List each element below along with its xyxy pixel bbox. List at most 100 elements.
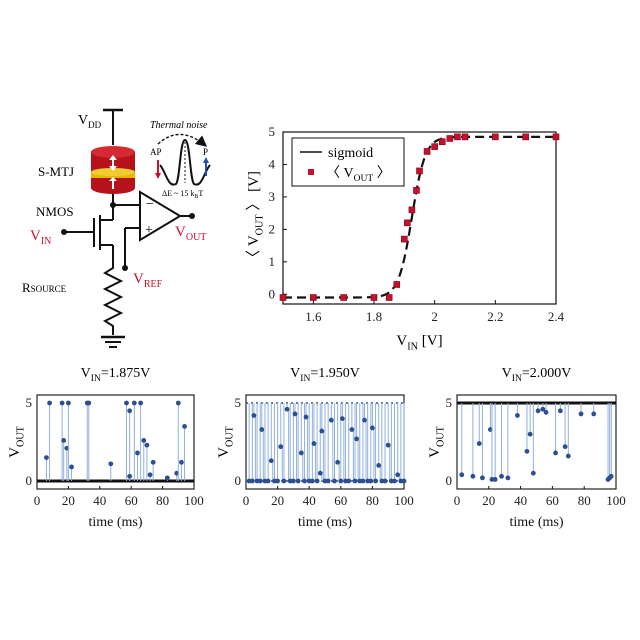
x-tick-label: 0 xyxy=(243,493,250,508)
legend: sigmoid〈 VOUT 〉 xyxy=(291,137,405,187)
vout-data-point xyxy=(401,235,408,243)
y-tick-label: 3 xyxy=(269,189,276,204)
trace-data-point xyxy=(135,450,140,456)
x-axis-label: time (ms) xyxy=(298,515,352,530)
vout-data-point xyxy=(431,143,438,150)
trace-data-point xyxy=(325,478,331,484)
trace-data-point xyxy=(138,400,144,406)
trace-data-point xyxy=(66,400,71,406)
x-tick-label: 100 xyxy=(606,493,626,508)
legend-marker-swatch xyxy=(308,169,314,175)
trace-data-point xyxy=(346,478,352,484)
x-tick-label: 0 xyxy=(34,493,41,508)
trace-data-point xyxy=(368,478,374,484)
x-tick-label: 60 xyxy=(125,493,138,508)
x-tick-label: 40 xyxy=(514,493,527,508)
rsource-label: Rsource xyxy=(22,280,67,295)
trace-data-point xyxy=(376,463,382,468)
trace-data-point xyxy=(251,413,257,418)
x-tick-label: 60 xyxy=(334,493,347,508)
vout-data-point xyxy=(438,138,446,146)
trace-data-point xyxy=(175,400,181,406)
trace-data-point xyxy=(275,478,280,484)
trace-data-point xyxy=(281,478,287,484)
y-tick-label: 5 xyxy=(446,395,453,410)
x-tick-label: 20 xyxy=(482,493,495,508)
trace-data-point xyxy=(480,475,485,481)
x-axis-label: time (ms) xyxy=(88,515,142,530)
vout-data-point xyxy=(279,294,287,301)
trace-data-point xyxy=(335,459,341,465)
trace-data-point xyxy=(339,416,345,421)
trace-data-point xyxy=(259,427,265,432)
vout-data-point xyxy=(446,135,454,142)
trace-data-point xyxy=(562,444,568,450)
trace-data-point xyxy=(150,459,156,465)
trace-data-point xyxy=(311,441,317,446)
y-tick-label: 1 xyxy=(269,254,276,269)
trace-data-point xyxy=(86,400,92,406)
trace-data-point xyxy=(317,470,323,476)
x-tick-label: 2.4 xyxy=(548,309,565,324)
trace-data-point xyxy=(608,473,614,479)
trace-data-point xyxy=(124,400,129,406)
trace-data-point xyxy=(278,444,284,450)
plot-frame xyxy=(36,394,195,490)
trace-data-point xyxy=(370,425,375,431)
trace-data-point xyxy=(179,459,184,465)
trace-data-point xyxy=(553,450,558,456)
vout-data-point xyxy=(423,148,431,155)
nmos-label: NMOS xyxy=(36,204,74,219)
trace-data-point xyxy=(360,478,366,484)
x-tick-label: 80 xyxy=(366,493,379,508)
trace-data-point xyxy=(47,400,52,406)
s-mtj-label: S-MTJ xyxy=(38,164,74,179)
trace-data-point xyxy=(59,400,65,406)
opamp-minus: − xyxy=(146,197,154,212)
trace-data-point xyxy=(352,478,358,484)
trace-data-point xyxy=(401,478,407,484)
x-tick-label: 20 xyxy=(271,493,284,508)
sigmoid-series-line xyxy=(283,135,556,299)
trace-data-point xyxy=(515,413,520,418)
legend-label-vout: 〈 VOUT 〉 xyxy=(326,165,391,184)
vin-label: VIN xyxy=(30,228,51,247)
vout-data-point xyxy=(340,294,347,301)
trace-data-point xyxy=(319,428,325,434)
x-axis-label: VIN [V] xyxy=(396,333,442,353)
trace-data-point xyxy=(314,478,320,484)
x-tick-label: 80 xyxy=(578,493,591,508)
x-tick-label: 20 xyxy=(62,493,75,508)
trace-data-point xyxy=(309,478,315,484)
trace-title: VIN=1.875V xyxy=(81,366,151,384)
legend-box xyxy=(291,137,405,187)
trace-data-point xyxy=(108,461,114,467)
trace-data-point xyxy=(470,473,476,479)
plot-frame xyxy=(456,394,617,490)
trace-data-point xyxy=(292,411,298,417)
trace-data-point xyxy=(127,408,133,414)
trace-data-point xyxy=(328,417,334,423)
x-tick-label: 2 xyxy=(431,309,438,324)
thermal-noise-title: Thermal noise xyxy=(150,120,208,131)
trace-data-point xyxy=(284,406,290,412)
trace-data-point xyxy=(540,406,546,412)
x-tick-label: 1.6 xyxy=(305,309,322,324)
trace-data-point xyxy=(182,424,187,429)
node-dot xyxy=(122,265,128,271)
trace-data-point xyxy=(268,458,274,464)
y-tick-label: 5 xyxy=(235,395,242,410)
noise-arc xyxy=(157,133,208,147)
vout-data-point xyxy=(492,133,499,141)
y-tick-label: 4 xyxy=(269,156,276,171)
vout-label: VOUT xyxy=(175,224,206,243)
trace-data-point xyxy=(257,478,263,484)
y-axis-label: VOUT xyxy=(216,425,236,458)
x-tick-label: 2.2 xyxy=(487,309,503,324)
vout-data-point xyxy=(413,187,420,194)
p-label: P xyxy=(203,147,208,157)
vout-data-point xyxy=(408,206,416,214)
